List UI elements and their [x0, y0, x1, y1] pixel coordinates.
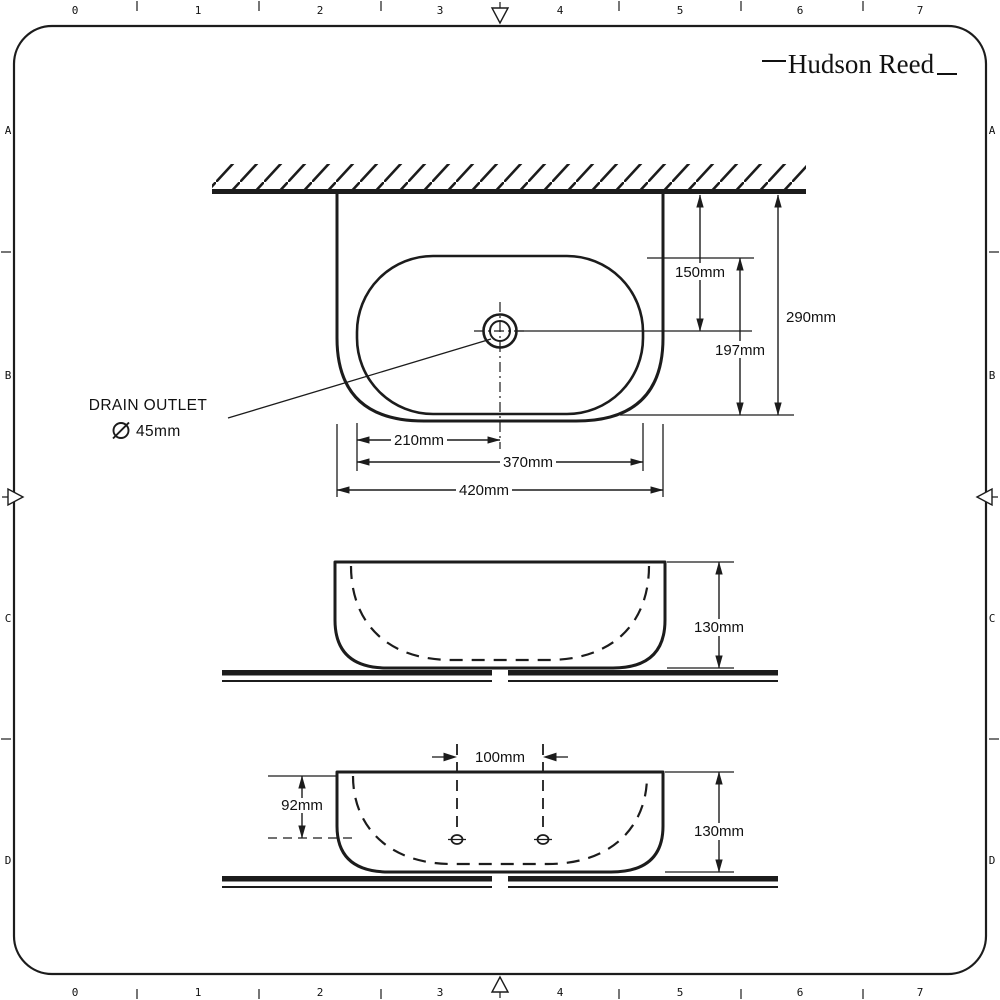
dim-hole-spacing-group: 100mm [432, 749, 568, 766]
diameter-icon [112, 421, 130, 440]
brand-logo: Hudson Reed [762, 49, 957, 79]
scale-number: 5 [677, 4, 684, 17]
front-elevation-view: 130mm [222, 560, 778, 682]
drain-label: DRAIN OUTLET [89, 397, 208, 414]
scale-number: 7 [917, 4, 924, 17]
scale-letter: B [989, 369, 996, 382]
scale-number: 2 [317, 986, 324, 999]
basin-outline-top [335, 189, 665, 423]
countertop-side [222, 876, 778, 888]
scale-number: 6 [797, 986, 804, 999]
bowl-hidden-line-side [351, 775, 649, 866]
dim-mask [692, 619, 747, 636]
wall-hatch [212, 164, 806, 189]
right-scale: A B C D [989, 124, 996, 867]
dim-bowl-depth: 197mm [715, 342, 765, 359]
scale-number: 4 [557, 986, 564, 999]
dim-mask [692, 823, 747, 840]
dim-overall-depth: 290mm [786, 309, 836, 326]
scale-letter: D [5, 854, 12, 867]
top-view: DRAIN OUTLET 45mm 150mm 197mm 290mm 210m… [89, 164, 836, 499]
dim-mask [456, 482, 512, 499]
logo-text: Hudson Reed [788, 49, 935, 79]
dim-bowl-width: 370mm [503, 454, 553, 471]
bowl-hidden-line-front [349, 565, 651, 662]
left-scale: A B C D [5, 124, 12, 867]
drain-diameter-value: 45mm [136, 423, 181, 440]
scale-letter: A [5, 124, 12, 137]
scale-number: 1 [195, 4, 202, 17]
dim-mask [279, 798, 325, 813]
scale-number: 1 [195, 986, 202, 999]
scale-letter: B [5, 369, 12, 382]
drain-hole-right [534, 834, 552, 845]
basin-outline-front [333, 560, 667, 670]
dim-mask [673, 263, 728, 280]
scale-number: 6 [797, 4, 804, 17]
dim-hole-height: 92mm [281, 797, 323, 814]
scale-number: 3 [437, 4, 444, 17]
scale-number: 0 [72, 986, 79, 999]
scale-number: 2 [317, 4, 324, 17]
dim-left-to-drain: 210mm [394, 432, 444, 449]
dim-hole-spacing: 100mm [475, 749, 525, 766]
center-mark-left [2, 487, 25, 507]
dim-overall-width: 420mm [459, 482, 509, 499]
drain-leader-line [227, 338, 492, 419]
dim-mask [713, 341, 768, 358]
side-elevation-view: 100mm 92mm 130mm [222, 744, 778, 888]
bottom-scale: 0 1 2 3 4 5 6 7 [72, 986, 924, 999]
center-mark-right [975, 487, 998, 507]
drain-hole-left [448, 834, 466, 845]
scale-number: 4 [557, 4, 564, 17]
dim-front-height: 130mm [694, 619, 744, 636]
scale-number: 3 [437, 986, 444, 999]
scale-letter: C [5, 612, 12, 625]
dim-wall-to-drain: 150mm [675, 264, 725, 281]
scale-number: 0 [72, 4, 79, 17]
scale-letter: C [989, 612, 996, 625]
scale-letter: A [989, 124, 996, 137]
dim-side-height: 130mm [694, 823, 744, 840]
scale-number: 5 [677, 986, 684, 999]
center-mark-bottom [490, 975, 510, 998]
center-mark-top [490, 2, 510, 25]
scale-letter: D [989, 854, 996, 867]
dim-mask [391, 432, 447, 449]
top-scale: 0 1 2 3 4 5 6 7 [72, 4, 924, 17]
bowl-outline-top [355, 254, 645, 416]
basin-outline-side [335, 770, 665, 874]
countertop-front [222, 670, 778, 682]
scale-number: 7 [917, 986, 924, 999]
dim-mask [500, 454, 556, 471]
